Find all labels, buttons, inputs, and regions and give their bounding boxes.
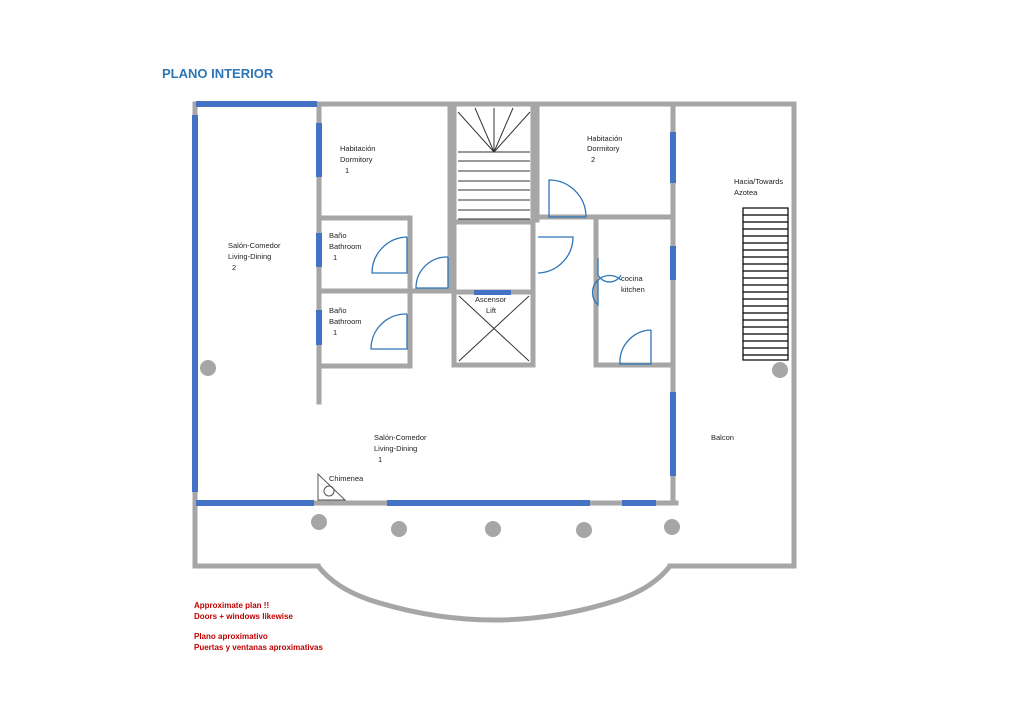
room-labels: Habitación Dormitory 1 Habitación Dormit…	[228, 134, 783, 483]
column	[391, 521, 407, 537]
note-es: Plano aproximativo Puertas y ventanas ap…	[194, 631, 323, 653]
dorm1-label-1: Habitación	[340, 144, 375, 153]
living1-label-1: Salón-Comedor	[374, 433, 427, 442]
windows	[192, 101, 676, 506]
column	[576, 522, 592, 538]
core-staircase	[457, 107, 531, 220]
dorm2-label-1: Habitación	[587, 134, 622, 143]
door-kitchen-a	[597, 258, 622, 283]
door-core-right	[537, 236, 574, 274]
note-en-line1: Approximate plan !!	[194, 601, 270, 610]
terrace-label-1: Hacia/Towards	[734, 177, 783, 186]
bath2-label-1: Baño	[329, 306, 347, 315]
bath1-label-1: Baño	[329, 231, 347, 240]
door-bath1	[371, 236, 408, 274]
terrace-staircase	[742, 207, 789, 361]
lift-shaft	[458, 295, 530, 362]
dorm2-label-2: Dormitory	[587, 144, 620, 153]
door-dorm2	[548, 179, 587, 218]
column	[664, 519, 680, 535]
dorm1-label-2: Dormitory	[340, 155, 373, 164]
terrace-label-2: Azotea	[734, 188, 758, 197]
page-title: PLANO INTERIOR	[162, 66, 274, 81]
doors	[370, 179, 652, 365]
lift-label-2: Lift	[486, 306, 497, 315]
kitchen-label-2: kitchen	[621, 285, 645, 294]
living1-label-2: Living-Dining	[374, 444, 417, 453]
column	[311, 514, 327, 530]
fireplace	[317, 472, 347, 501]
bath1-label-3: 1	[333, 253, 337, 262]
bath2-label-3: 1	[333, 328, 337, 337]
note-es-line2: Puertas y ventanas aproximativas	[194, 643, 323, 652]
dorm1-label-3: 1	[345, 166, 349, 175]
door-bath1-corridor	[415, 256, 449, 289]
note-en-line2: Doors + windows likewise	[194, 612, 293, 621]
lift-label-1: Ascensor	[475, 295, 507, 304]
kitchen-label-1: cocina	[621, 274, 644, 283]
door-kitchen-main	[619, 329, 652, 365]
living2-label-1: Salón-Comedor	[228, 241, 281, 250]
fireplace-label: Chimenea	[329, 474, 364, 483]
column	[772, 362, 788, 378]
balcony-label: Balcon	[711, 433, 734, 442]
curved-terrace-wall	[316, 564, 672, 623]
door-bath2	[370, 313, 408, 350]
living2-label-3: 2	[232, 263, 236, 272]
door-kitchen-b	[591, 274, 622, 307]
columns	[200, 360, 788, 538]
note-es-line1: Plano aproximativo	[194, 632, 268, 641]
note-en: Approximate plan !! Doors + windows like…	[194, 600, 293, 622]
column	[485, 521, 501, 537]
living2-label-2: Living-Dining	[228, 252, 271, 261]
column	[200, 360, 216, 376]
bath2-label-2: Bathroom	[329, 317, 362, 326]
dorm2-label-3: 2	[591, 155, 595, 164]
living1-label-3: 1	[378, 455, 382, 464]
walls	[192, 101, 797, 569]
bath1-label-2: Bathroom	[329, 242, 362, 251]
